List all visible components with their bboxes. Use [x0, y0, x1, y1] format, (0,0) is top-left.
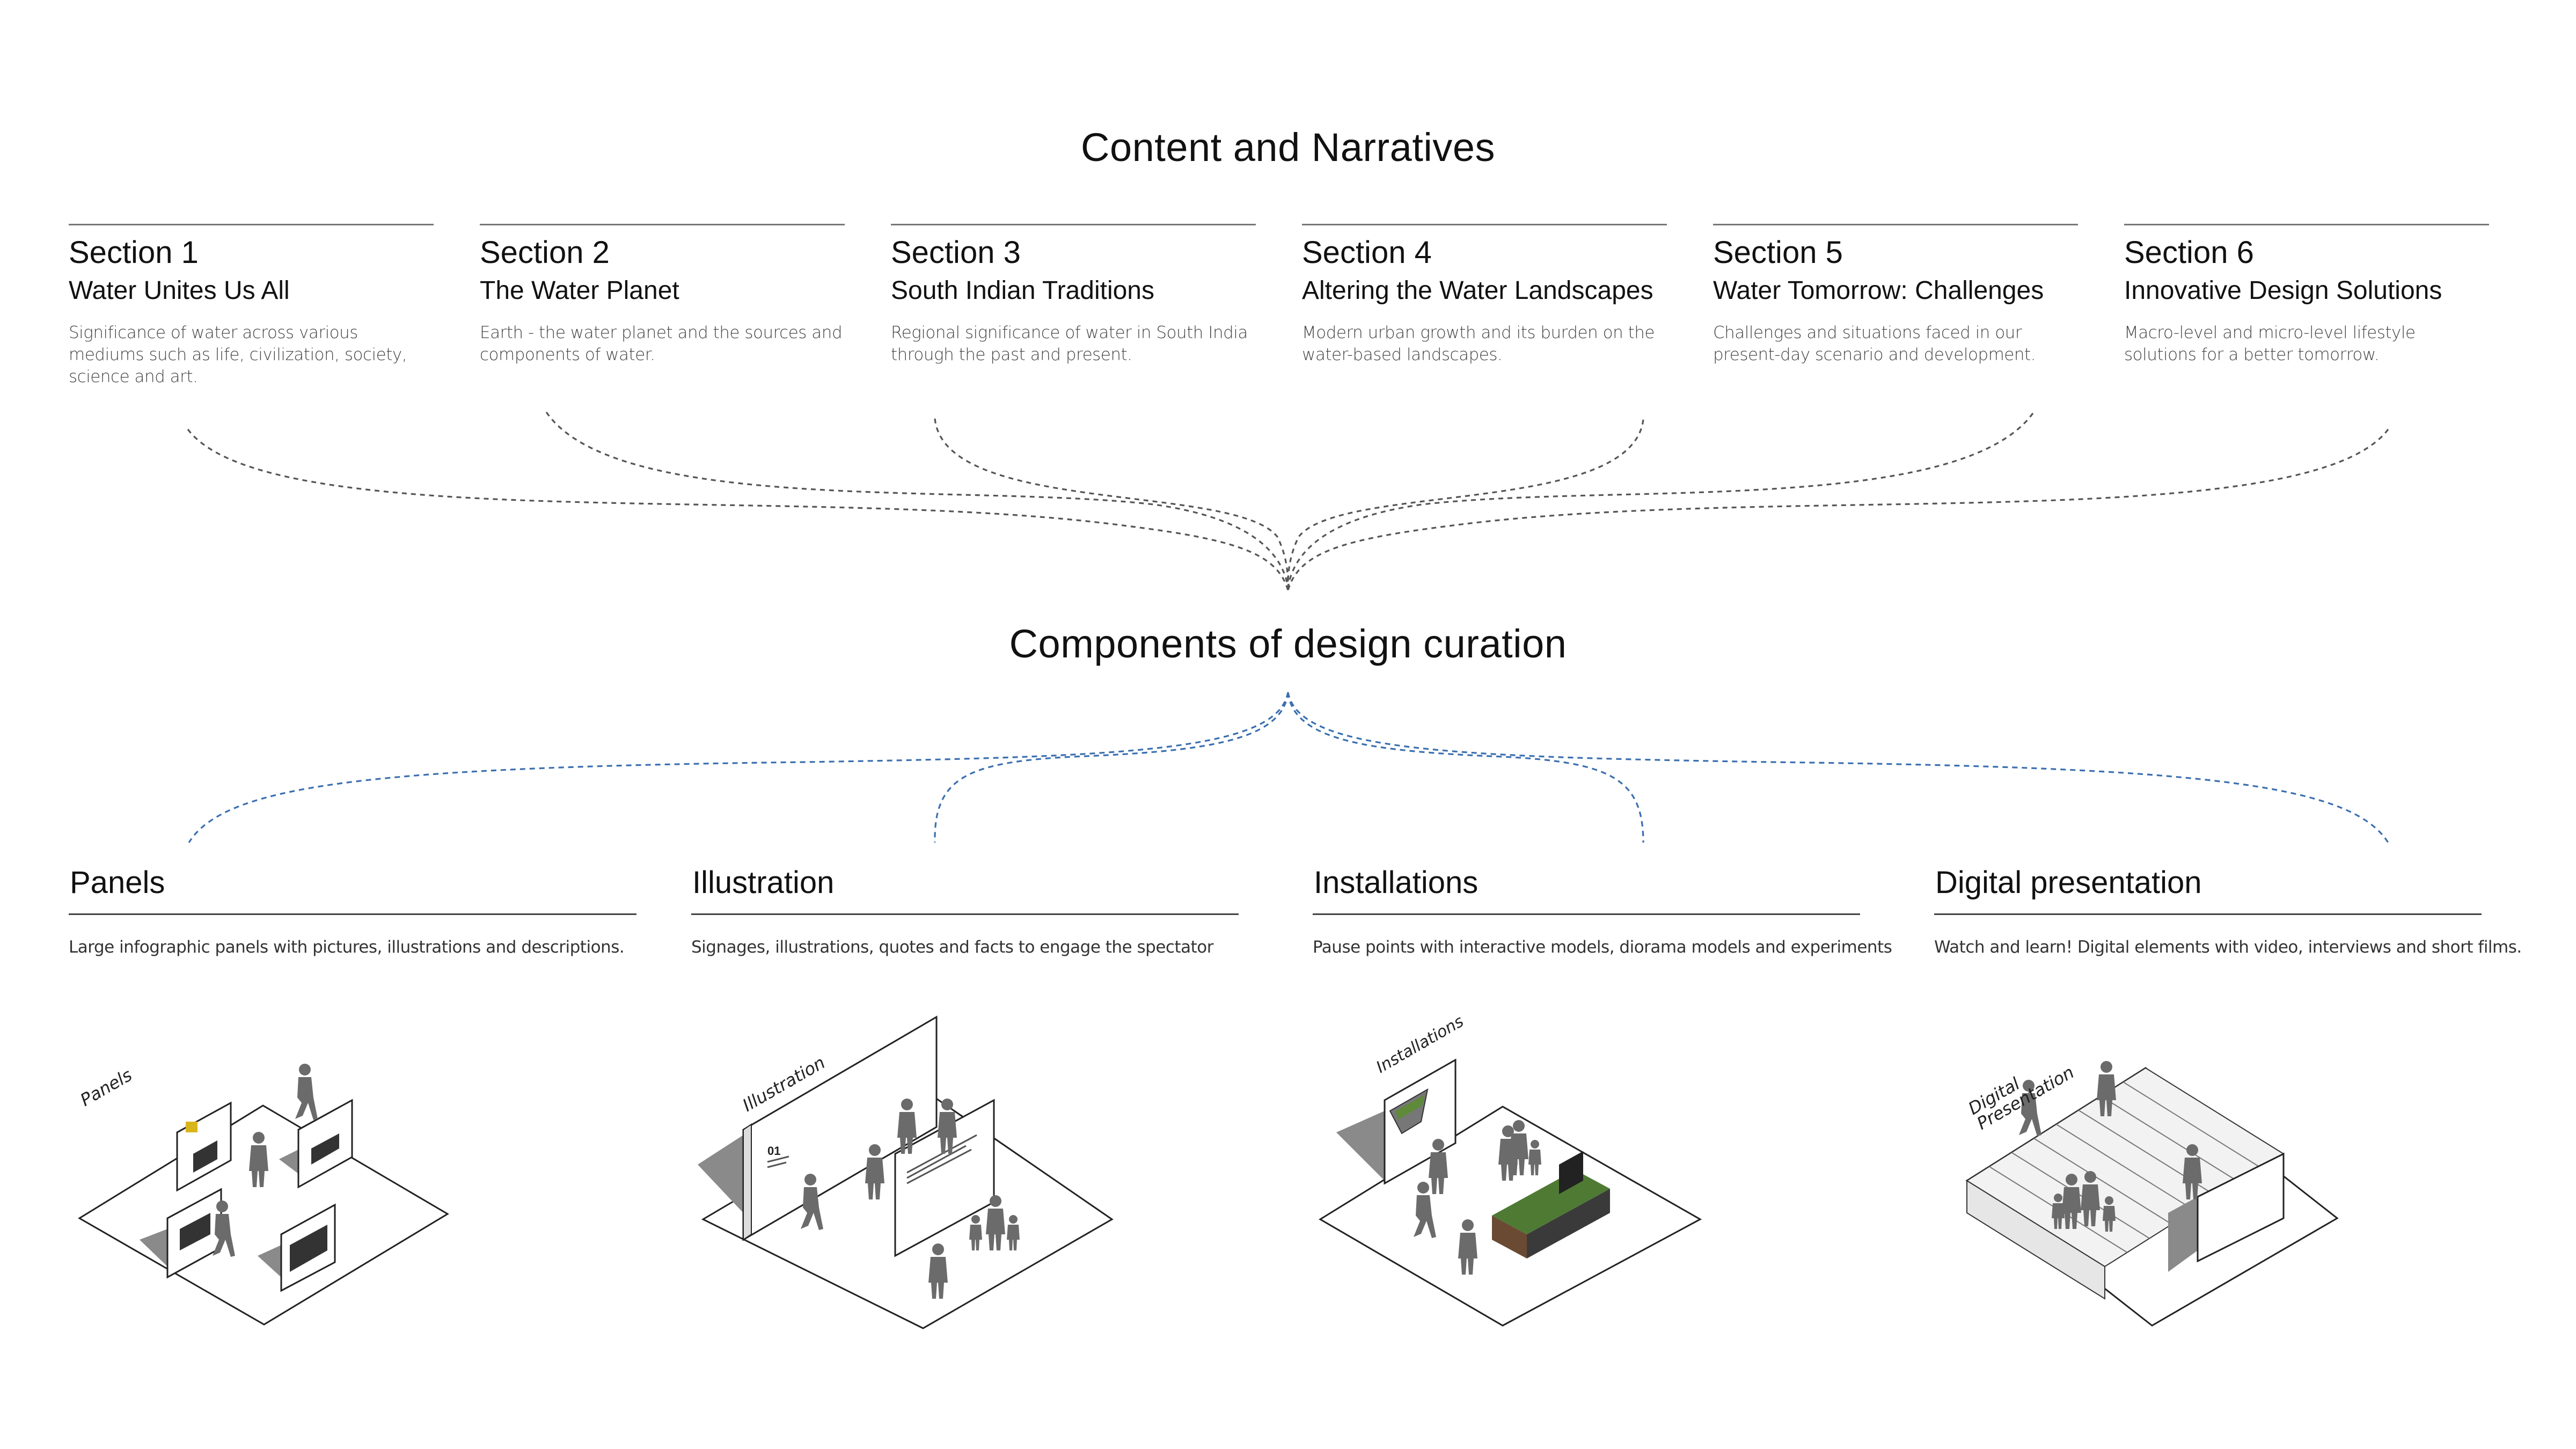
component-divider	[691, 913, 1239, 915]
section-3: Section 3 South Indian Traditions Region…	[891, 224, 1256, 366]
section-name: The Water Planet	[480, 276, 679, 305]
section-name: South Indian Traditions	[891, 276, 1154, 305]
vignette-label: Panels	[77, 1065, 135, 1110]
section-description: Earth - the water planet and the sources…	[480, 323, 843, 364]
component-digital-presentation: Digital presentation Watch and learn! Di…	[1934, 864, 2522, 957]
section-description: Macro-level and micro-level lifestyle so…	[2124, 323, 2416, 364]
section-divider	[480, 224, 845, 225]
component-description: Pause points with interactive models, di…	[1313, 938, 1892, 957]
vignette-digital-presentation: Digital Presentation	[1965, 1061, 2339, 1327]
design-curation-title: Components of design curation	[1009, 621, 1567, 666]
section-4: Section 4 Altering the Water Landscapes …	[1302, 224, 1667, 366]
section-description: Regional significance of water in South …	[891, 323, 1248, 364]
component-divider	[69, 913, 636, 915]
component-divider	[1934, 913, 2482, 915]
section-number: Section 1	[69, 235, 199, 270]
component-divider	[1313, 913, 1860, 915]
component-connectors	[188, 692, 2389, 843]
exhibit-panel	[280, 1203, 336, 1292]
connector-section-5	[1287, 413, 2034, 588]
component-heading: Panels	[70, 865, 165, 900]
section-connectors	[187, 412, 2389, 591]
seating-step	[2033, 1138, 2172, 1225]
seating-step	[2123, 1081, 2262, 1169]
section-divider	[2124, 224, 2489, 225]
vignette-illustration: 01 Illustration	[698, 1015, 1114, 1329]
component-illustration: Illustration Signages, illustrations, qu…	[691, 864, 1239, 957]
connector-section-2	[545, 412, 1289, 588]
section-divider	[891, 224, 1256, 225]
section-number: Section 3	[891, 235, 1021, 270]
connector-panels	[188, 692, 1289, 843]
section-name: Water Tomorrow: Challenges	[1713, 276, 2044, 305]
seating-step	[2011, 1152, 2150, 1239]
component-heading: Installations	[1314, 865, 1479, 900]
component-description: Watch and learn! Digital elements with v…	[1934, 938, 2522, 957]
section-divider	[69, 224, 434, 225]
section-description: Significance of water across various med…	[69, 323, 407, 386]
vignette-panels: Panels	[77, 1064, 449, 1326]
section-2: Section 2 The Water Planet Earth - the w…	[480, 224, 845, 366]
connector-section-6	[1287, 429, 2389, 591]
component-installations: Installations Pause points with interact…	[1313, 864, 1892, 957]
section-number: Section 2	[480, 235, 610, 270]
svg-text:01: 01	[767, 1144, 780, 1158]
component-panels: Panels Large infographic panels with pic…	[69, 864, 636, 957]
component-heading: Illustration	[692, 865, 835, 900]
component-description: Large infographic panels with pictures, …	[69, 938, 625, 957]
section-description: Challenges and situations faced in our p…	[1713, 323, 2036, 364]
connector-digital	[1287, 692, 2389, 843]
section-divider	[1302, 224, 1667, 225]
vignette-installations: Installations	[1319, 1012, 1702, 1327]
illustration-wall: 01	[742, 1015, 938, 1241]
component-description: Signages, illustrations, quotes and fact…	[691, 938, 1213, 957]
component-heading: Digital presentation	[1935, 865, 2202, 900]
section-number: Section 4	[1302, 235, 1432, 270]
content-narratives-title: Content and Narratives	[1081, 125, 1495, 170]
exhibit-panel	[297, 1099, 353, 1189]
connector-illustration	[934, 692, 1289, 843]
section-1: Section 1 Water Unites Us All Significan…	[69, 224, 434, 388]
section-6: Section 6 Innovative Design Solutions Ma…	[2124, 224, 2489, 366]
section-number: Section 5	[1713, 235, 1843, 270]
section-name: Water Unites Us All	[69, 276, 290, 305]
section-divider	[1713, 224, 2078, 225]
diorama-model	[1492, 1151, 1610, 1258]
connector-section-3	[934, 418, 1289, 586]
section-description: Modern urban growth and its burden on th…	[1302, 323, 1655, 364]
seating-step	[2101, 1095, 2240, 1183]
section-name: Innovative Design Solutions	[2124, 276, 2442, 305]
section-number: Section 6	[2124, 235, 2254, 270]
section-5: Section 5 Water Tomorrow: Challenges Cha…	[1713, 224, 2078, 366]
connector-installations	[1287, 692, 1644, 843]
connector-section-1	[187, 429, 1289, 591]
section-name: Altering the Water Landscapes	[1302, 276, 1653, 305]
seating-step	[2055, 1124, 2195, 1211]
exhibit-panel	[176, 1101, 232, 1192]
